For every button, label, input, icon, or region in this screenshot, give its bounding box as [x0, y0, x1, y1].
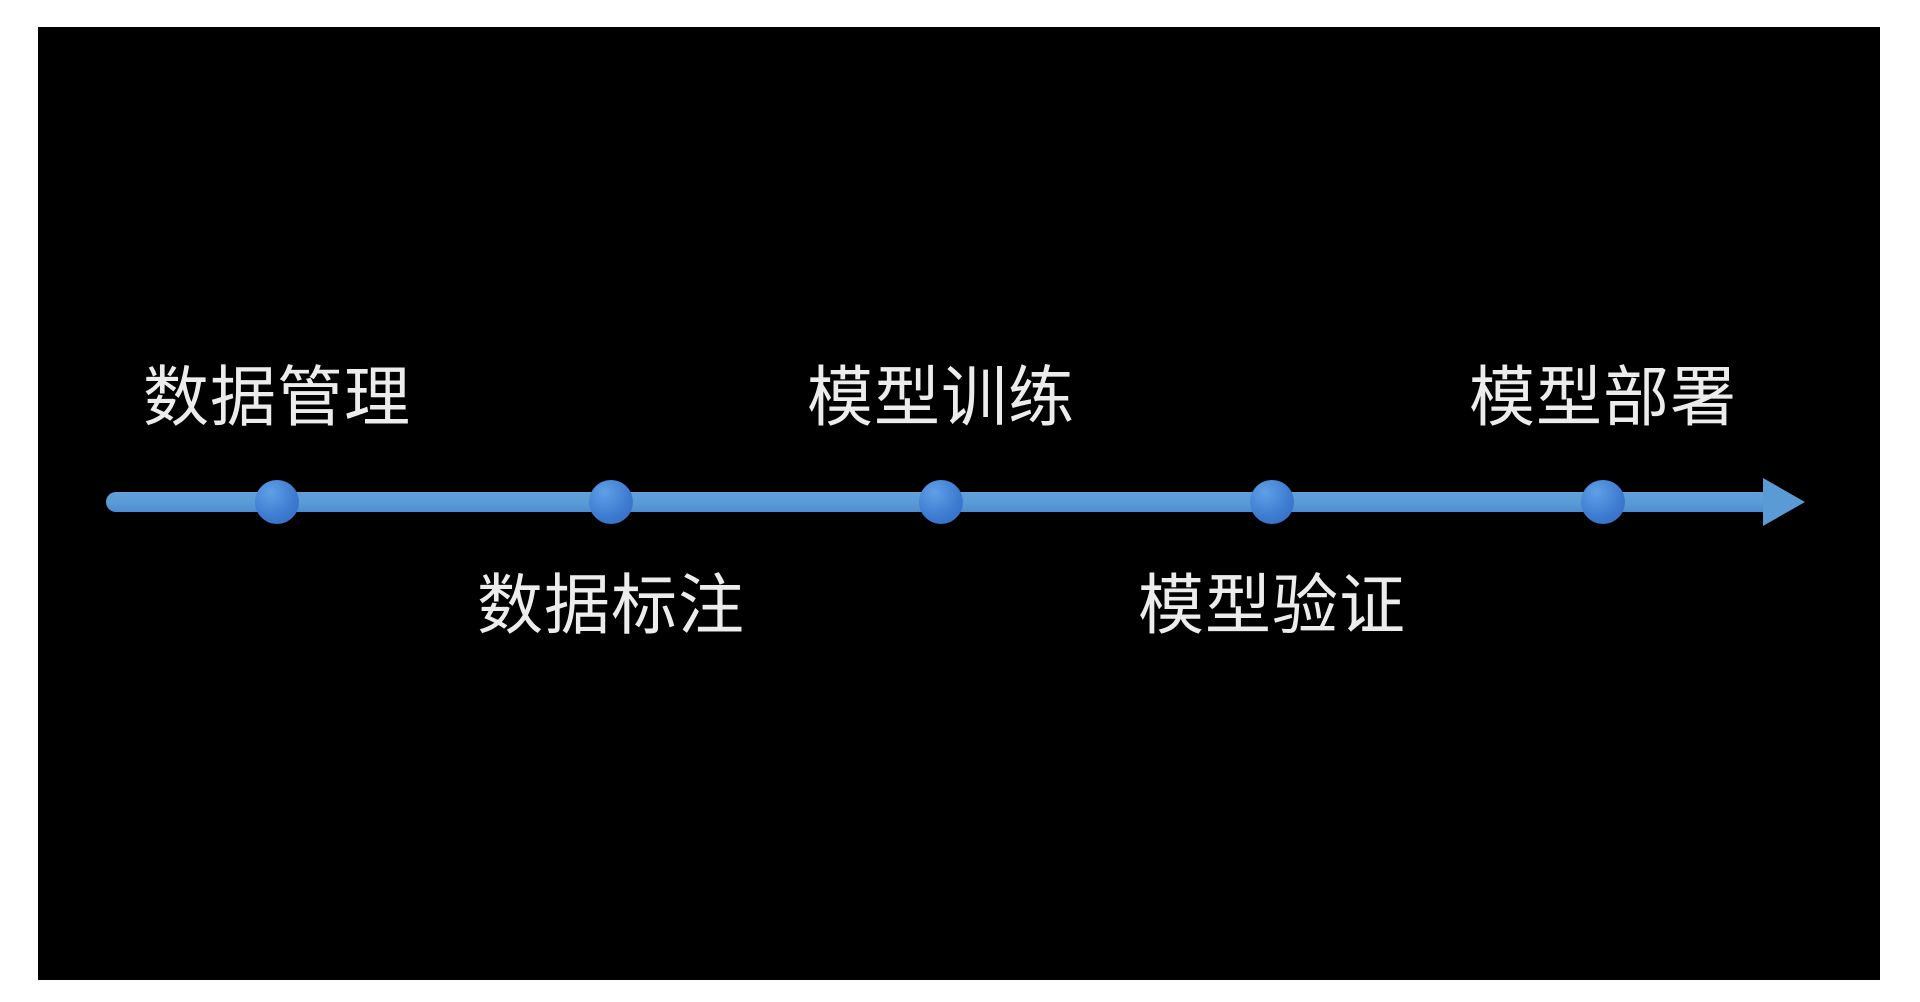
timeline-stage-label: 模型验证: [1138, 568, 1406, 642]
timeline-node-dot: [589, 480, 633, 524]
timeline-node-dot: [1250, 480, 1294, 524]
timeline-node-dot: [919, 480, 963, 524]
timeline-stage-label: 数据标注: [477, 568, 745, 642]
timeline-stage-label: 数据管理: [143, 360, 411, 434]
timeline-stage-label: 模型部署: [1469, 360, 1737, 434]
timeline-node-dot: [255, 480, 299, 524]
arrow-right-icon: [1763, 478, 1805, 526]
timeline-node-dot: [1581, 480, 1625, 524]
timeline-stage-label: 模型训练: [807, 360, 1075, 434]
slide-canvas: 数据管理 数据标注 模型训练 模型验证 模型部署: [38, 27, 1880, 980]
